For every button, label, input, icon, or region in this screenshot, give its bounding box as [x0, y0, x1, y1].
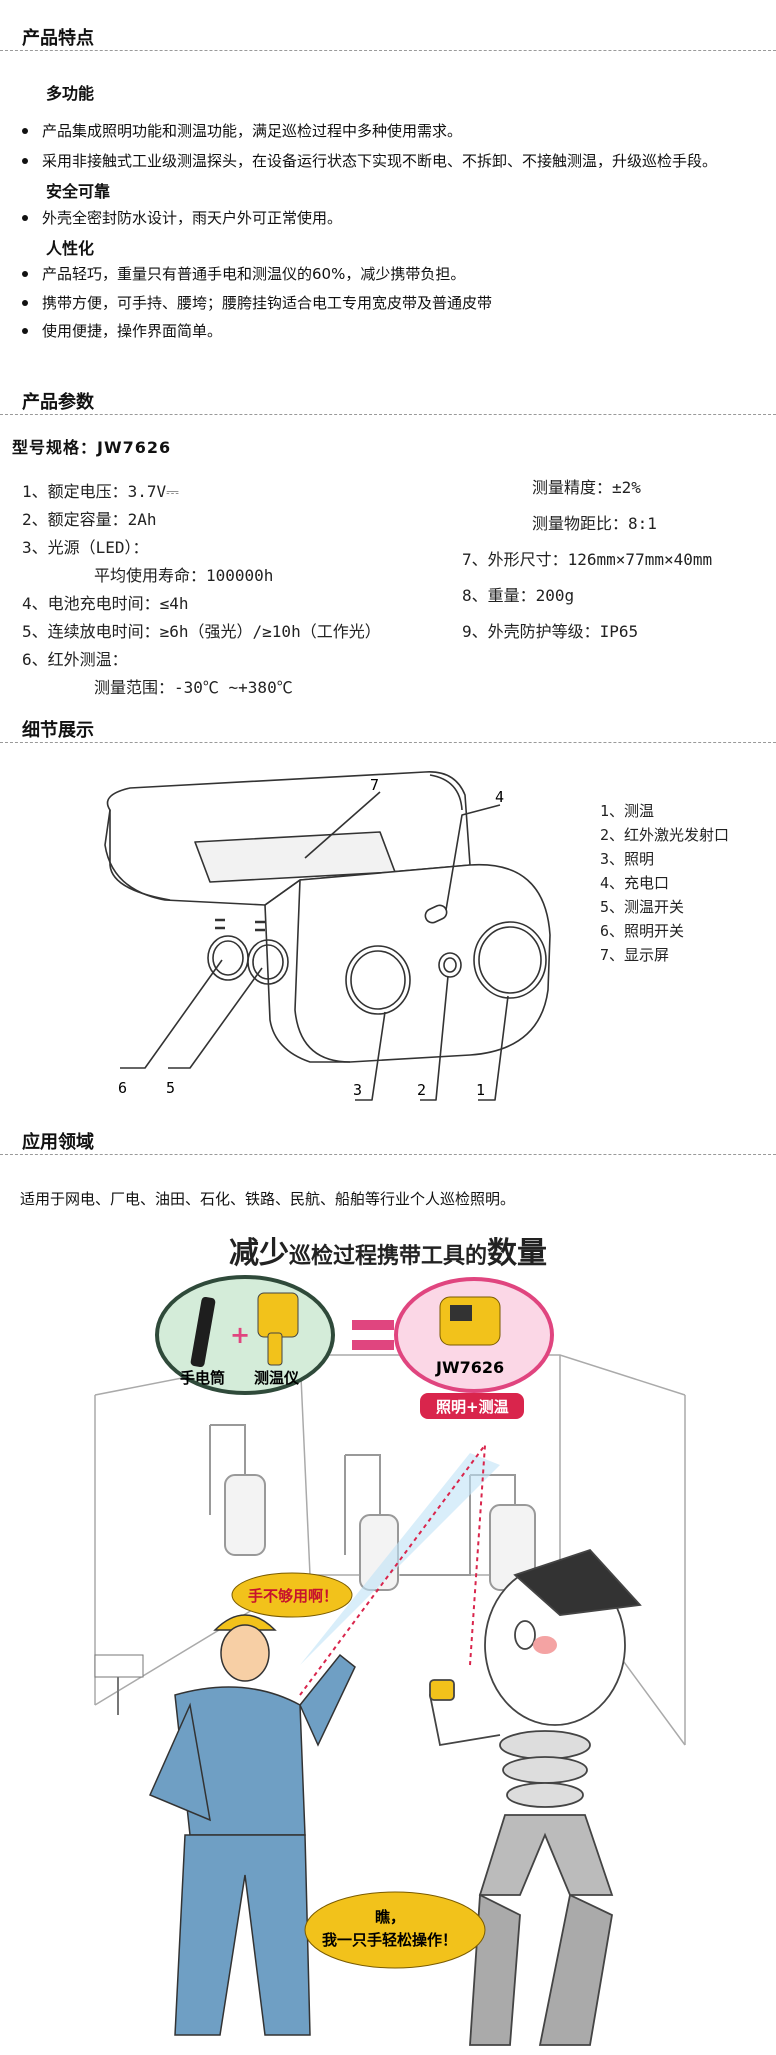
param-lifetime: 平均使用寿命：100000h: [94, 566, 274, 585]
legend-item: 1、测温: [600, 802, 655, 820]
callout-5: 5: [166, 1079, 175, 1097]
bubble-left-text: 手不够用啊！: [248, 1587, 338, 1605]
label-model: JW7626: [435, 1358, 504, 1377]
callout-4: 4: [495, 788, 504, 806]
feature-heading-multifunction: 多功能: [46, 84, 95, 103]
bullet-icon: [22, 157, 28, 164]
feature-item: 产品轻巧，重量只有普通手电和测温仪的60%，减少携带负担。: [22, 263, 465, 284]
divider: [0, 50, 776, 51]
feature-item: 使用便捷，操作界面简单。: [22, 320, 222, 341]
feature-item: 外壳全密封防水设计，雨天户外可正常使用。: [22, 207, 342, 228]
param-light-source: 3、光源（LED）：: [22, 538, 149, 557]
section-title-details: 细节展示: [22, 720, 94, 741]
banner-title: 减少巡检过程携带工具的数量: [228, 1236, 547, 1271]
bullet-icon: [22, 127, 28, 134]
label-thermometer: 测温仪: [254, 1369, 300, 1387]
callout-1: 1: [476, 1081, 485, 1099]
section-title-features: 产品特点: [22, 28, 94, 49]
param-accuracy: 测量精度：±2%: [532, 478, 641, 497]
callout-7: 7: [370, 776, 379, 794]
legend-item: 2、红外激光发射口: [600, 826, 730, 844]
param-charge-time: 4、电池充电时间：≤4h: [22, 594, 189, 613]
param-ip-rating: 9、外壳防护等级：IP65: [462, 622, 639, 641]
bullet-icon: [22, 299, 28, 306]
param-discharge-time: 5、连续放电时间：≥6h（强光）/≥10h（工作光）: [22, 622, 381, 641]
param-infrared: 6、红外测温：: [22, 650, 128, 669]
device-line-drawing: 7 4 6 5 3 2 1: [104, 771, 551, 1101]
feature-item: 携带方便，可手持、腰垮；腰胯挂钩适合电工专用宽皮带及普通皮带: [22, 292, 492, 313]
bubble-bottom-line1: 瞧，: [375, 1908, 405, 1926]
feature-item: 采用非接触式工业级测温探头，在设备运行状态下实现不断电、不拆卸、不接触测温，升级…: [22, 150, 717, 171]
bullet-icon: [22, 327, 28, 334]
callout-2: 2: [417, 1081, 426, 1099]
param-measure-range: 测量范围：-30℃ ~+380℃: [94, 678, 293, 697]
bullet-icon: [22, 270, 28, 277]
application-text: 适用于网电、厂电、油田、石化、铁路、民航、船舶等行业个人巡检照明。: [20, 1190, 516, 1208]
param-weight: 8、重量：200g: [462, 586, 575, 605]
model-spec: 型号规格：JW7626: [12, 438, 172, 457]
label-flashlight: 手电筒: [180, 1369, 225, 1387]
tag-light-temp: 照明+测温: [436, 1398, 509, 1416]
callout-6: 6: [118, 1079, 127, 1097]
feature-heading-safety: 安全可靠: [46, 182, 111, 201]
param-voltage: 1、额定电压：3.7V⎓: [22, 482, 179, 501]
bubble-bottom-line2: 我一只手轻松操作！: [322, 1931, 457, 1949]
param-distance-ratio: 测量物距比：8:1: [532, 514, 657, 533]
application-illustration: + 手电筒 测温仪 JW7626 照明+测温 手不够用啊！: [94, 1275, 686, 2046]
section-title-application: 应用领域: [22, 1132, 94, 1153]
param-dimensions: 7、外形尺寸：126mm×77mm×40mm: [462, 550, 713, 569]
legend-item: 7、显示屏: [600, 946, 670, 964]
bullet-icon: [22, 214, 28, 221]
feature-item: 产品集成照明功能和测温功能，满足巡检过程中多种使用需求。: [22, 120, 462, 141]
divider: [0, 414, 776, 415]
param-capacity: 2、额定容量：2Ah: [22, 510, 157, 529]
legend-item: 4、充电口: [600, 874, 670, 892]
feature-heading-humanized: 人性化: [46, 239, 95, 258]
callout-3: 3: [353, 1081, 362, 1099]
divider: [0, 1154, 776, 1155]
divider: [0, 742, 776, 743]
legend-item: 5、测温开关: [600, 898, 685, 916]
svg-text:+: +: [230, 1321, 250, 1349]
legend-item: 3、照明: [600, 850, 655, 868]
legend-item: 6、照明开关: [600, 922, 685, 940]
section-title-params: 产品参数: [22, 392, 94, 413]
